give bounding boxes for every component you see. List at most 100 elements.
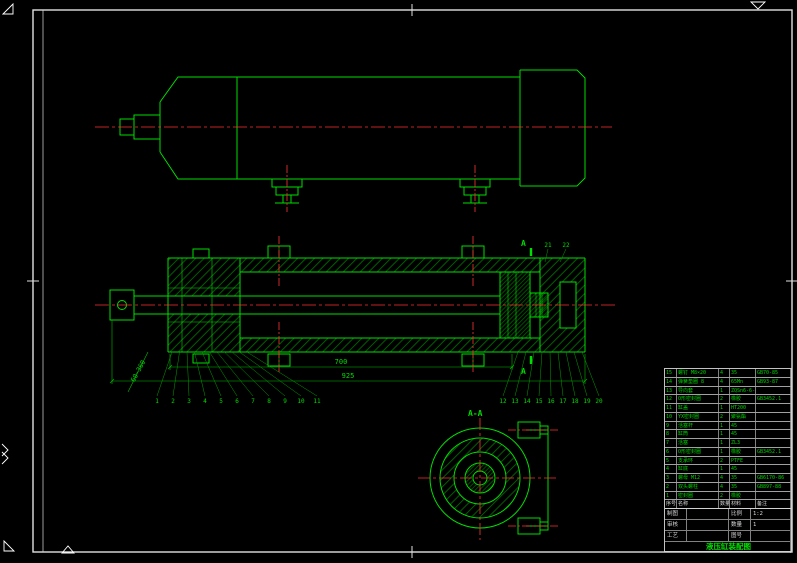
bom-cell: HT200 xyxy=(730,404,756,412)
bom-cell: 65Mn xyxy=(730,377,756,386)
bom-cell: O形密封圈 xyxy=(677,395,719,403)
bom-cell: 缸底 xyxy=(677,465,719,473)
callout-label: 14 xyxy=(523,398,531,405)
bom-cell: 13 xyxy=(665,386,677,395)
callout-label: 3 xyxy=(187,398,191,405)
callout-label: 2 xyxy=(171,398,175,405)
bom-cell: 9 xyxy=(665,421,677,430)
callout-label: 17 xyxy=(559,398,567,405)
bom-cell: 45 xyxy=(730,465,756,473)
corner-mark-icon xyxy=(3,539,16,552)
bom-cell: ZQSn6-6-3 xyxy=(731,386,756,395)
bom-cell: 数量 xyxy=(720,500,730,508)
bom-cell: 35 xyxy=(730,482,756,491)
callout-label: 20 xyxy=(595,398,603,405)
titleblock-cell xyxy=(687,509,729,520)
bom-cell: 11 xyxy=(665,404,677,412)
corner-mark-icon xyxy=(61,545,75,554)
callout-leader xyxy=(201,351,222,397)
bom-cell xyxy=(756,386,791,395)
bom-cell: 缸筒 xyxy=(677,430,719,438)
bom-cell: 4 xyxy=(719,482,730,491)
bom-cell: 1 xyxy=(719,447,730,456)
bom-cell: 1 xyxy=(719,465,730,473)
bom-cell: GB3452.1 xyxy=(756,447,791,456)
bom-cell: 活塞 xyxy=(677,439,719,447)
titleblock-cell: 比例 xyxy=(729,509,751,520)
bom-cell: 双头螺柱 xyxy=(677,482,719,491)
bom-cell xyxy=(756,456,791,465)
callout-leader xyxy=(194,351,206,397)
titleblock-cell xyxy=(687,531,729,542)
bom-cell: 螺钉 M8×20 xyxy=(677,369,719,377)
callout-label: 21 xyxy=(544,242,552,249)
section-marker-top: A xyxy=(521,239,526,248)
callout-label: 19 xyxy=(583,398,591,405)
bom-cell: 1 xyxy=(719,404,730,412)
bom-cell xyxy=(756,430,791,438)
bom-cell xyxy=(756,439,791,447)
callout-label: 11 xyxy=(313,398,321,405)
bom-cell xyxy=(756,404,791,412)
section-marker-bottom: A xyxy=(521,367,526,376)
dim-925: 925 xyxy=(342,372,355,380)
callout-label: 10 xyxy=(297,398,305,405)
corner-mark-icon xyxy=(749,1,767,10)
section-view-centerlines xyxy=(95,236,618,374)
callout-label: 5 xyxy=(219,398,223,405)
bom-cell: GB3452.1 xyxy=(756,395,791,403)
titleblock-cell xyxy=(751,531,791,542)
bom-cell: GB70-85 xyxy=(756,369,791,377)
section-aa-view: A-A xyxy=(418,409,558,540)
callout-leader xyxy=(246,351,318,397)
callout-label: 1 xyxy=(155,398,159,405)
titleblock-cell xyxy=(687,520,729,531)
callout-label: 8 xyxy=(267,398,271,405)
callout-label: 12 xyxy=(499,398,507,405)
bom-cell: 1 xyxy=(665,491,677,500)
bom-cell: 橡胶 xyxy=(730,395,756,403)
bom-cell: 备注 xyxy=(756,500,791,508)
callout-label: 15 xyxy=(535,398,543,405)
bom-cell: O形密封圈 xyxy=(677,447,719,456)
bom-cell: 缸盖 xyxy=(677,404,719,412)
bom-cell: 材料 xyxy=(730,500,756,508)
bom-cell: 弹簧垫圈 8 xyxy=(677,377,719,386)
bom-cell: 6 xyxy=(665,447,677,456)
bom-cell: 1 xyxy=(719,386,730,395)
bom-cell: 4 xyxy=(719,377,730,386)
callout-leader xyxy=(581,351,600,397)
callout-leader xyxy=(559,248,567,263)
bom-cell: 45 xyxy=(730,421,756,430)
edge-chevron-icon xyxy=(1,443,9,465)
bom-cell: 序号 xyxy=(666,500,677,508)
callout-label: 6 xyxy=(235,398,239,405)
bom-cell: 4 xyxy=(719,474,730,482)
bom-cell: 支承环 xyxy=(677,456,719,465)
bom-cell: 1 xyxy=(719,430,730,438)
callout-leader xyxy=(565,351,576,397)
bom-cell: 5 xyxy=(665,456,677,465)
dim-stroke: 60~360 xyxy=(129,359,147,384)
bom-cell: 7 xyxy=(665,439,677,447)
callout-leader xyxy=(573,351,588,397)
bom-cell: 2 xyxy=(719,491,730,500)
titleblock-cell: 工艺 xyxy=(665,531,687,542)
bom-cell: 8 xyxy=(665,430,677,438)
bom-cell xyxy=(756,412,791,421)
bom-cell: 4 xyxy=(665,465,677,473)
